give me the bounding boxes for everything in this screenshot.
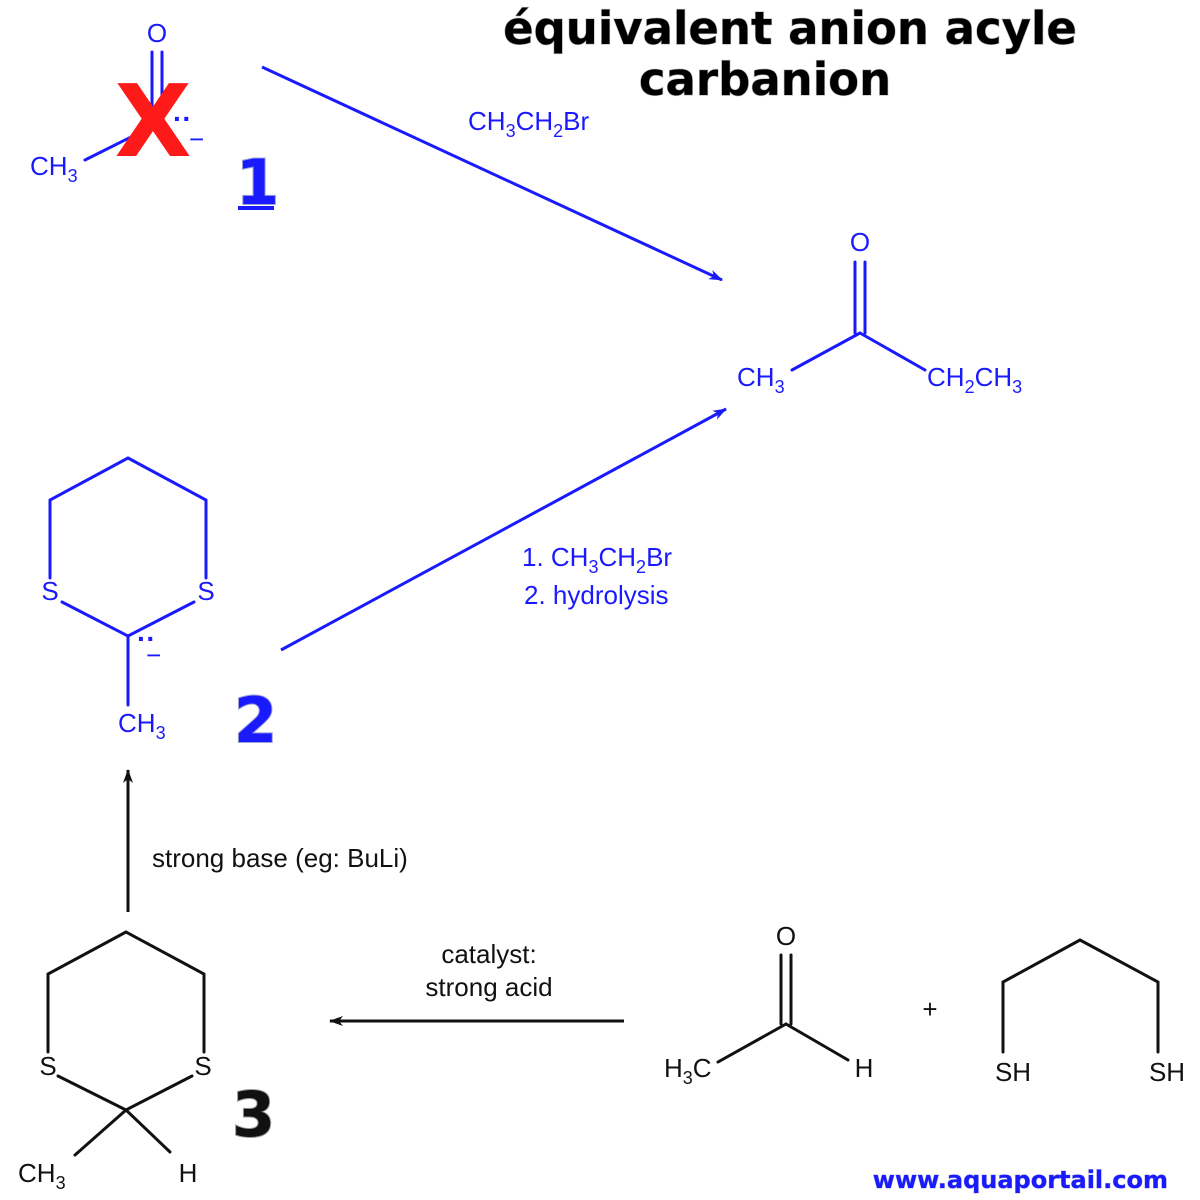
compound-number-2: 2: [234, 684, 277, 757]
ring3-s-c-right: [124, 1074, 194, 1112]
ring2-lone-pair: ··: [137, 623, 156, 654]
ring2-s-right: S: [197, 576, 214, 606]
oxygen-label: O: [147, 18, 167, 48]
ring2-methyl: CH3: [118, 708, 166, 743]
ring3-s-c-left: [56, 1074, 128, 1112]
arrow-1-to-product: [261, 65, 723, 282]
acetaldehyde-oxygen: O: [776, 921, 796, 951]
methyl-label: CH3: [30, 151, 78, 186]
compound-2: S S ·· − CH3 2: [41, 456, 278, 758]
catalyst-label-1: catalyst:: [441, 939, 536, 969]
reagent-label-2-step2: 2. hydrolysis: [524, 580, 669, 610]
catalyst-label-2: strong acid: [425, 972, 552, 1002]
acetaldehyde: O H3C H: [664, 921, 873, 1088]
ring3-c-h: [124, 1108, 172, 1154]
ring2-s-left: S: [41, 576, 58, 606]
plus-sign: +: [922, 994, 937, 1024]
dithiane-ring-3: [46, 930, 206, 1054]
negative-charge: −: [189, 124, 204, 154]
ring2-s-c-right: [126, 600, 196, 638]
cross-mark: X: [114, 63, 191, 180]
compound-number-3: 3: [232, 1078, 275, 1151]
product-butanone: O CH3 CH2CH3: [737, 227, 1022, 397]
ring3-s-right: S: [194, 1051, 211, 1081]
ring3-hydrogen: H: [179, 1158, 198, 1188]
ring2-charge: −: [146, 640, 161, 670]
title-line-2: carbanion: [639, 53, 891, 106]
reagent-label-1: CH3CH2Br: [468, 106, 589, 141]
c-ch3-bond: [83, 122, 159, 162]
propanedithiol-chain: [1001, 938, 1160, 1054]
ring3-s-left: S: [39, 1051, 56, 1081]
product-oxygen: O: [850, 227, 870, 257]
ring3-c-ch3: [73, 1108, 128, 1157]
dithiane-ring-2: [48, 456, 208, 580]
reagent-label-2-step1: 1. CH3CH2Br: [522, 542, 672, 577]
compound-1: O CH3 ·· − X 1: [30, 18, 280, 220]
product-right-bond: [858, 331, 927, 372]
ring2-s-c-left: [60, 600, 130, 638]
compound-3: S S CH3 H 3: [18, 930, 276, 1193]
lone-pair: ··: [173, 103, 192, 134]
website-link[interactable]: www.aquaportail.com: [872, 1166, 1168, 1195]
product-left-bond: [790, 331, 862, 372]
acetaldehyde-right-bond: [784, 1022, 850, 1062]
ring3-methyl: CH3: [18, 1158, 66, 1193]
acetaldehyde-left-bond: [716, 1022, 788, 1064]
arrow-2-to-product: [280, 407, 727, 652]
propanedithiol: SH SH: [995, 938, 1185, 1087]
product-left-group: CH3: [737, 362, 785, 397]
sh-right: SH: [1149, 1057, 1185, 1087]
acetaldehyde-hydrogen: H: [855, 1053, 874, 1083]
acetaldehyde-methyl: H3C: [664, 1053, 712, 1088]
sh-left: SH: [995, 1057, 1031, 1087]
product-right-group: CH2CH3: [927, 362, 1022, 397]
title-line-1: équivalent anion acyle: [503, 2, 1077, 55]
strong-base-label: strong base (eg: BuLi): [152, 843, 408, 873]
